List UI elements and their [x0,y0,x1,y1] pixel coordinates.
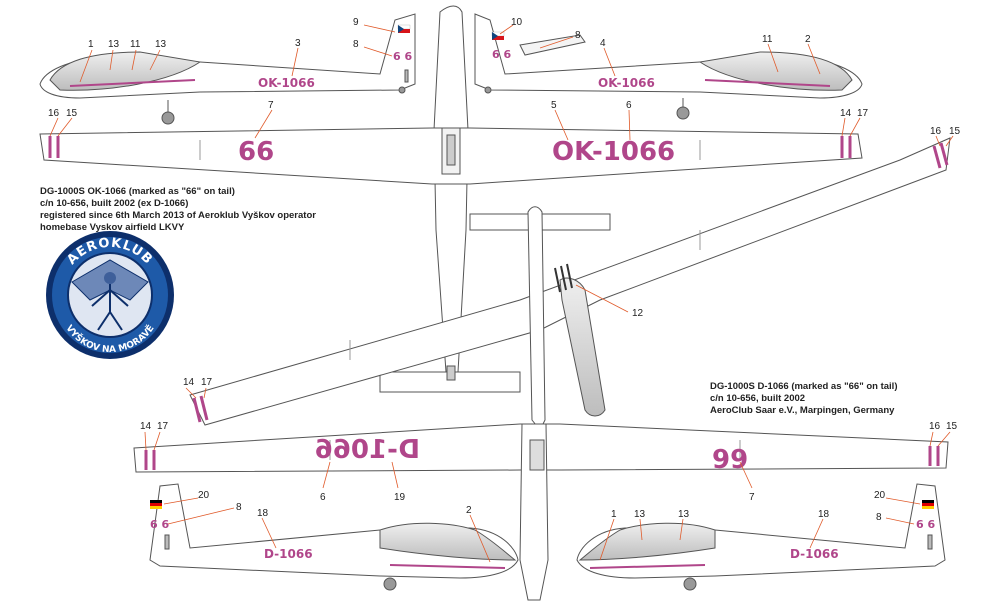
callout-8-bottom-right: 8 [876,512,882,523]
wingtip-stripes-lower [144,446,940,470]
side-view-top-right [474,13,863,120]
german-flag-right-tail [922,500,934,509]
lower-wing-reg-mirrored: D-1066 [315,435,420,465]
callout-6-lower: 6 [320,492,326,503]
caption-ok-line1: DG-1000S OK-1066 (marked as "66" on tail… [40,186,235,197]
callout-12: 12 [632,308,644,319]
callout-13-top-left-a: 13 [108,39,120,50]
callout-18-left: 18 [257,508,269,519]
caption-ok-1066: DG-1000S OK-1066 (marked as "66" on tail… [40,186,316,234]
tail-number-left-top: 6 6 [393,50,412,63]
callout-13-top-left-b: 13 [155,39,167,50]
caption-d-1066: DG-1000S D-1066 (marked as "66" on tail)… [710,381,897,417]
callout-2-top-right: 2 [805,34,811,45]
czech-flag-right-tail [491,31,505,40]
caption-d-line1: DG-1000S D-1066 (marked as "66" on tail) [710,381,898,392]
lower-wing-number: 99 [712,445,748,475]
callout-15-top-left: 15 [66,108,78,119]
callout-20-left: 20 [198,490,210,501]
diagonal-wing-view [189,137,951,431]
callout-13-bottom-right-b: 13 [678,509,690,520]
czech-flag-left-tail [397,24,411,33]
aeroklub-logo: AEROKLUB VYŠKOV NA MORAVĚ [46,231,174,359]
callout-19: 19 [394,492,406,503]
callout-7-lower: 7 [749,492,755,503]
caption-d-line2: c/n 10-656, built 2002 [710,393,806,404]
callout-1-bottom-right: 1 [611,509,617,520]
callout-2-bottom-left: 2 [466,505,472,516]
callout-17-top-right: 17 [857,108,869,119]
fuselage-reg-bottom-left: D-1066 [264,547,313,561]
callout-17-lower-left: 17 [157,421,169,432]
callout-8-top-left: 8 [353,39,359,50]
callout-13-bottom-right-a: 13 [634,509,646,520]
side-view-top-left [39,13,416,125]
callout-10: 10 [511,17,523,28]
callout-16-lower-right: 16 [929,421,941,432]
callout-16-diag-right: 16 [930,126,942,137]
callout-7-top: 7 [268,100,274,111]
side-view-bottom-right [576,483,946,591]
lower-wing-reg: D-1066 [315,435,420,465]
callout-18-right: 18 [818,509,830,520]
callout-8-bottom-left: 8 [236,502,242,513]
airbrake-marking [554,263,573,293]
caption-d-line3: AeroClub Saar e.V., Marpingen, Germany [710,405,895,416]
callout-17-diag-left: 17 [201,377,213,388]
callout-8-top-right: 8 [575,30,581,41]
callout-11-top-left: 11 [130,39,141,50]
fuselage-reg-right-top: OK-1066 [598,76,655,90]
callout-leaders [49,24,954,563]
callout-15-diag-right: 15 [949,126,961,137]
side-view-bottom-left [149,483,519,591]
lower-plan-view [133,423,949,601]
wingtip-stripes-top [48,136,852,158]
caption-ok-line3: registered since 6th March 2013 of Aerok… [40,210,316,221]
tail-number-bottom-right: 6 6 [916,518,935,531]
callout-3: 3 [295,38,301,49]
callout-16-top-left: 16 [48,108,60,119]
callout-4: 4 [600,38,606,49]
callout-9: 9 [353,17,359,28]
fuselage-reg-bottom-right: D-1066 [790,547,839,561]
wing-number-top: 66 [238,137,274,167]
tail-number-bottom-left: 6 6 [150,518,169,531]
callout-6-top: 6 [626,100,632,111]
callout-14-top-right: 14 [840,108,852,119]
callout-14-lower-left: 14 [140,421,152,432]
fuselage-reg-left-top: OK-1066 [258,76,315,90]
caption-ok-line4: homebase Vyskov airfield LKVY [40,222,185,233]
german-flag-left-tail [150,500,162,509]
callout-11-top-right: 11 [762,34,773,45]
callout-5: 5 [551,100,557,111]
wingtip-stripes-diagonal [192,142,949,423]
callout-1-top-left: 1 [88,39,94,50]
callout-14-diag-left: 14 [183,377,195,388]
callout-numbers: 1 13 11 13 3 9 8 10 8 4 11 2 7 5 6 16 15… [48,17,961,523]
top-plan-view [39,5,863,393]
tail-number-right-top: 6 6 [492,48,511,61]
caption-ok-line2: c/n 10-656, built 2002 (ex D-1066) [40,198,189,209]
callout-15-lower-right: 15 [946,421,958,432]
callout-20-right: 20 [874,490,886,501]
wing-reg-top: OK-1066 [552,137,675,167]
